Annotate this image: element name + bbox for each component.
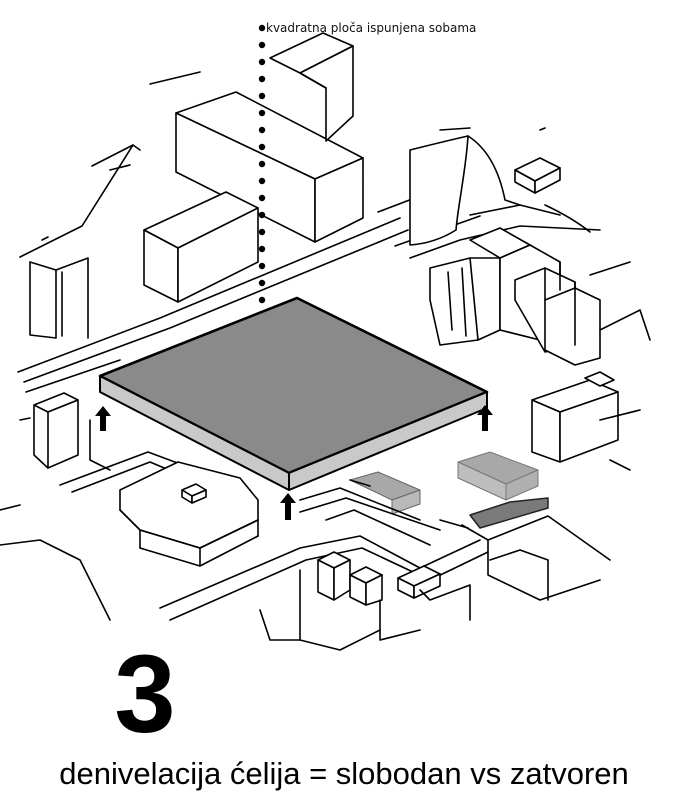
building-left-block [144, 192, 258, 302]
building-octagon-roof [120, 462, 258, 566]
building-far-left [20, 145, 140, 338]
building-curved-facade [410, 136, 520, 245]
main-slab [100, 298, 487, 490]
callout-label: kvadratna ploča ispunjena sobama [266, 21, 476, 35]
caption: denivelacija ćelija = slobodan vs zatvor… [0, 756, 688, 792]
building-stepped-complex [430, 228, 650, 365]
shaded-volumes [350, 452, 548, 528]
building-small-box [515, 158, 590, 232]
arrow-up-icon [95, 406, 111, 431]
building-stair-blocks [260, 550, 548, 650]
callout-dotted-line [259, 25, 265, 303]
building-right-edge-block [532, 372, 618, 462]
step-number: 3 [0, 640, 290, 750]
arrow-up-icon [280, 493, 296, 520]
